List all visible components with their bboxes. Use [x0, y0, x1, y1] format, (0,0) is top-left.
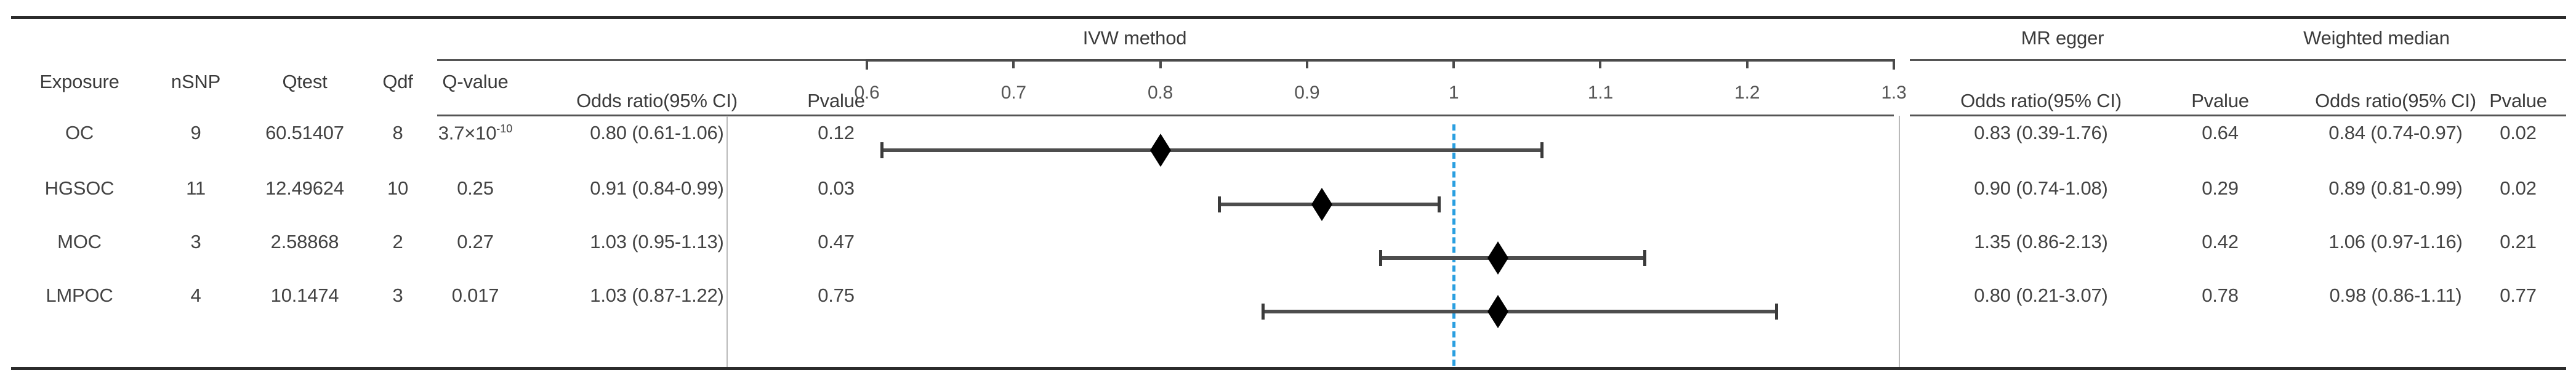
cell-wm-pvalue: 0.21: [2500, 231, 2537, 252]
cell-egger-odds-ratio: 0.90 (0.74-1.08): [1974, 177, 2108, 199]
x-axis-tick: [1452, 59, 1455, 68]
confidence-interval-cap: [1379, 250, 1382, 266]
group-header-mr-egger: MR egger: [2021, 27, 2104, 49]
x-axis-tick: [866, 59, 868, 70]
x-axis-tick-label: 0.6: [854, 83, 880, 103]
x-axis-tick: [1012, 59, 1015, 68]
cell-wm-pvalue: 0.02: [2500, 177, 2537, 199]
cell-exposure: MOC: [57, 231, 102, 252]
cell-wm-odds-ratio: 0.89 (0.81-0.99): [2328, 177, 2463, 199]
x-axis-tick-label: 1.1: [1587, 83, 1613, 103]
x-axis-tick: [1893, 59, 1895, 70]
column-header-ivw-pvalue: Pvalue: [807, 90, 865, 111]
x-axis-tick-label: 0.9: [1294, 83, 1320, 103]
cell-wm-pvalue: 0.02: [2500, 122, 2537, 143]
x-axis-tick-label: 1.2: [1734, 83, 1760, 103]
confidence-interval-cap: [1643, 250, 1646, 266]
cell-ivw-pvalue: 0.47: [818, 231, 855, 252]
qvalue-exponent: -10: [496, 123, 513, 135]
x-axis-tick-label: 0.8: [1148, 83, 1173, 103]
cell-egger-odds-ratio: 0.83 (0.39-1.76): [1974, 122, 2108, 143]
cell-ivw-pvalue: 0.12: [818, 122, 855, 143]
cell-egger-pvalue: 0.42: [2202, 231, 2239, 252]
x-axis-tick: [1599, 59, 1602, 68]
divider-left-of-plot: [727, 116, 728, 367]
cell-exposure: LMPOC: [46, 284, 113, 306]
egger-wm-group-rule: [1910, 59, 2566, 61]
cell-wm-odds-ratio: 0.98 (0.86-1.11): [2329, 284, 2462, 306]
cell-ivw-odds-ratio: 0.91 (0.84-0.99): [590, 177, 724, 199]
column-header-wm-odds-ratio: Odds ratio(95% CI): [2315, 90, 2476, 111]
confidence-interval-cap: [1438, 196, 1441, 212]
confidence-interval-cap: [1262, 304, 1265, 320]
confidence-interval-cap: [1775, 304, 1779, 320]
column-header-egger-odds-ratio: Odds ratio(95% CI): [1960, 90, 2122, 111]
cell-qtest: 60.51407: [265, 122, 344, 143]
cell-qtest: 10.1474: [270, 284, 339, 306]
x-axis-tick: [1159, 59, 1162, 68]
x-axis-tick: [1745, 59, 1749, 68]
column-header-qdf: Qdf: [382, 71, 413, 92]
confidence-interval-cap: [1217, 196, 1221, 212]
confidence-interval-cap: [1540, 142, 1544, 158]
column-header-qtest: Qtest: [282, 71, 328, 92]
cell-wm-odds-ratio: 0.84 (0.74-0.97): [2328, 122, 2463, 143]
subheader-rule-right: [1910, 115, 2566, 116]
cell-ivw-odds-ratio: 0.80 (0.61-1.06): [590, 122, 724, 143]
column-header-exposure: Exposure: [39, 71, 119, 92]
cell-nsnp: 11: [186, 177, 206, 199]
cell-egger-odds-ratio: 0.80 (0.21-3.07): [1974, 284, 2108, 306]
x-axis-line: [867, 59, 1894, 62]
confidence-interval-bar: [1380, 256, 1644, 260]
cell-qdf: 10: [387, 177, 409, 199]
x-axis-tick: [1305, 59, 1308, 68]
cell-qdf: 8: [392, 122, 403, 143]
cell-qdf: 2: [392, 231, 403, 252]
cell-qvalue: 0.017: [451, 284, 499, 306]
bottom-rule: [11, 367, 2566, 370]
cell-nsnp: 3: [190, 231, 201, 252]
group-header-weighted-median: Weighted median: [2303, 27, 2450, 49]
cell-ivw-pvalue: 0.75: [818, 284, 855, 306]
cell-wm-pvalue: 0.77: [2500, 284, 2537, 306]
forest-plot-canvas: [866, 59, 1895, 367]
confidence-interval-cap: [880, 142, 883, 158]
cell-ivw-odds-ratio: 1.03 (0.87-1.22): [590, 284, 724, 306]
x-axis-tick-label: 0.7: [1000, 83, 1026, 103]
cell-wm-odds-ratio: 1.06 (0.97-1.16): [2328, 231, 2463, 252]
cell-nsnp: 4: [190, 284, 201, 306]
column-header-ivw-odds-ratio: Odds ratio(95% CI): [576, 90, 738, 111]
column-header-qvalue: Q-value: [442, 71, 509, 92]
cell-egger-pvalue: 0.78: [2202, 284, 2239, 306]
cell-qdf: 3: [392, 284, 403, 306]
cell-exposure: HGSOC: [44, 177, 115, 199]
x-axis-tick-label: 1: [1448, 83, 1459, 103]
confidence-interval-bar: [1263, 310, 1777, 313]
cell-ivw-odds-ratio: 1.03 (0.95-1.13): [590, 231, 724, 252]
top-rule: [11, 16, 2566, 19]
reference-line: [1452, 124, 1456, 366]
subheader-rule: [437, 115, 1894, 116]
cell-qtest: 2.58868: [270, 231, 339, 252]
cell-ivw-pvalue: 0.03: [818, 177, 855, 199]
cell-qvalue: 3.7×10-10: [438, 122, 513, 144]
cell-qvalue: 0.25: [457, 177, 494, 199]
cell-qtest: 12.49624: [265, 177, 344, 199]
cell-egger-odds-ratio: 1.35 (0.86-2.13): [1974, 231, 2108, 252]
column-header-wm-pvalue: Pvalue: [2489, 90, 2547, 111]
cell-qvalue: 0.27: [457, 231, 494, 252]
cell-egger-pvalue: 0.29: [2202, 177, 2239, 199]
cell-egger-pvalue: 0.64: [2202, 122, 2239, 143]
group-header-ivw: IVW method: [1082, 27, 1187, 49]
column-header-egger-pvalue: Pvalue: [2191, 90, 2249, 111]
column-header-nsnp: nSNP: [171, 71, 221, 92]
confidence-interval-bar: [881, 148, 1542, 152]
x-axis-tick-label: 1.3: [1881, 83, 1907, 103]
divider-right-of-plot: [1899, 116, 1900, 367]
cell-nsnp: 9: [190, 122, 201, 143]
cell-exposure: OC: [65, 122, 94, 143]
